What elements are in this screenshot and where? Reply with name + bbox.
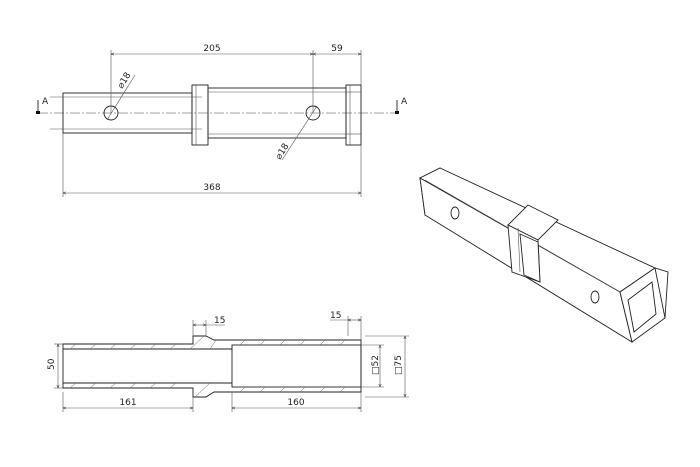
dim-right-length: 160 [287, 398, 304, 408]
hatching [69, 335, 346, 398]
dim-inner-height: 50 [47, 358, 57, 370]
section-view: 15 15 50 161 160 □52 □75 [47, 311, 409, 412]
iso-front-bore [627, 281, 657, 333]
section-marker-right: A [401, 97, 408, 107]
dim-left-length: 161 [119, 398, 136, 408]
iso-hole-right [590, 290, 600, 304]
top-view: A A 205 59 368 ⌀18 ⌀18 [36, 44, 408, 197]
dim-hole-spacing: 205 [203, 44, 220, 54]
dim-outer-square: □75 [394, 355, 404, 375]
collar-right [345, 84, 362, 146]
iso-hole-left [450, 206, 460, 220]
section-marker-left: A [42, 97, 49, 107]
isometric-view [419, 167, 669, 343]
collar-left [191, 84, 209, 146]
tube-right-section [207, 87, 347, 139]
dim-inner-square: □52 [371, 355, 381, 375]
dim-collar-right-width: 15 [330, 311, 341, 321]
dim-hole-diameter-right: ⌀18 [274, 142, 292, 162]
dim-collar-left-width: 15 [214, 316, 225, 326]
dim-hole-diameter-left: ⌀18 [116, 71, 134, 91]
section-bore-right [231, 344, 362, 388]
dim-overall-length: 368 [203, 183, 220, 193]
dim-hole-to-end: 59 [331, 44, 343, 54]
